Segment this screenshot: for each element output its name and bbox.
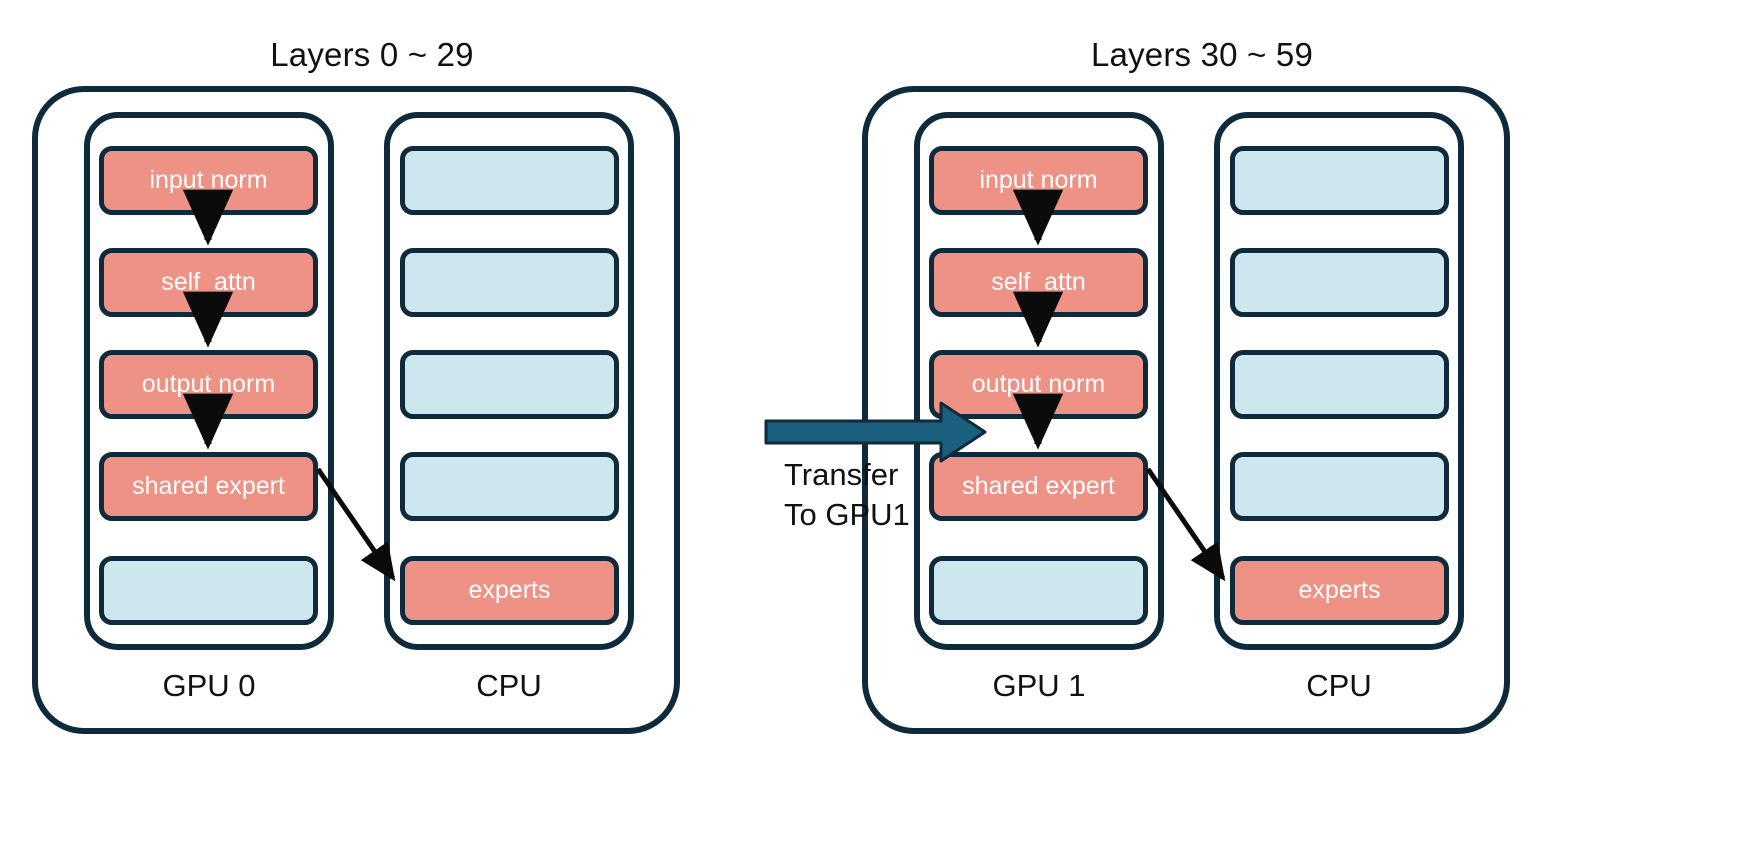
label-cpu0: CPU	[476, 668, 542, 703]
block-gpu1-input-norm[interactable]: input norm	[929, 146, 1148, 215]
panel-right-title: Layers 30 ~ 59	[1090, 36, 1314, 73]
block-cpu0-experts[interactable]: experts	[400, 556, 619, 625]
block-gpu1-shared-expert[interactable]: shared expert	[929, 452, 1148, 521]
label-gpu0: GPU 0	[162, 668, 256, 703]
block-cpu1-experts[interactable]: experts	[1230, 556, 1449, 625]
block-gpu0-input-norm[interactable]: input norm	[99, 146, 318, 215]
block-gpu0-self-attn[interactable]: self_attn	[99, 248, 318, 317]
label-gpu1: GPU 1	[992, 668, 1086, 703]
block-cpu1-slot-3[interactable]	[1230, 350, 1449, 419]
block-cpu1-slot-2[interactable]	[1230, 248, 1449, 317]
block-gpu1-self-attn[interactable]: self_attn	[929, 248, 1148, 317]
block-cpu0-slot-4[interactable]	[400, 452, 619, 521]
block-cpu0-slot-2[interactable]	[400, 248, 619, 317]
block-gpu1-output-norm[interactable]: output norm	[929, 350, 1148, 419]
block-cpu1-slot-1[interactable]	[1230, 146, 1449, 215]
block-cpu1-slot-4[interactable]	[1230, 452, 1449, 521]
block-gpu0-empty-slot[interactable]	[99, 556, 318, 625]
block-gpu0-output-norm[interactable]: output norm	[99, 350, 318, 419]
panel-left-title: Layers 0 ~ 29	[270, 36, 474, 73]
block-gpu1-empty-slot[interactable]	[929, 556, 1148, 625]
transfer-label: Transfer To GPU1	[784, 457, 910, 532]
block-cpu0-slot-1[interactable]	[400, 146, 619, 215]
block-cpu0-slot-3[interactable]	[400, 350, 619, 419]
label-cpu1: CPU	[1306, 668, 1372, 703]
block-gpu0-shared-expert[interactable]: shared expert	[99, 452, 318, 521]
